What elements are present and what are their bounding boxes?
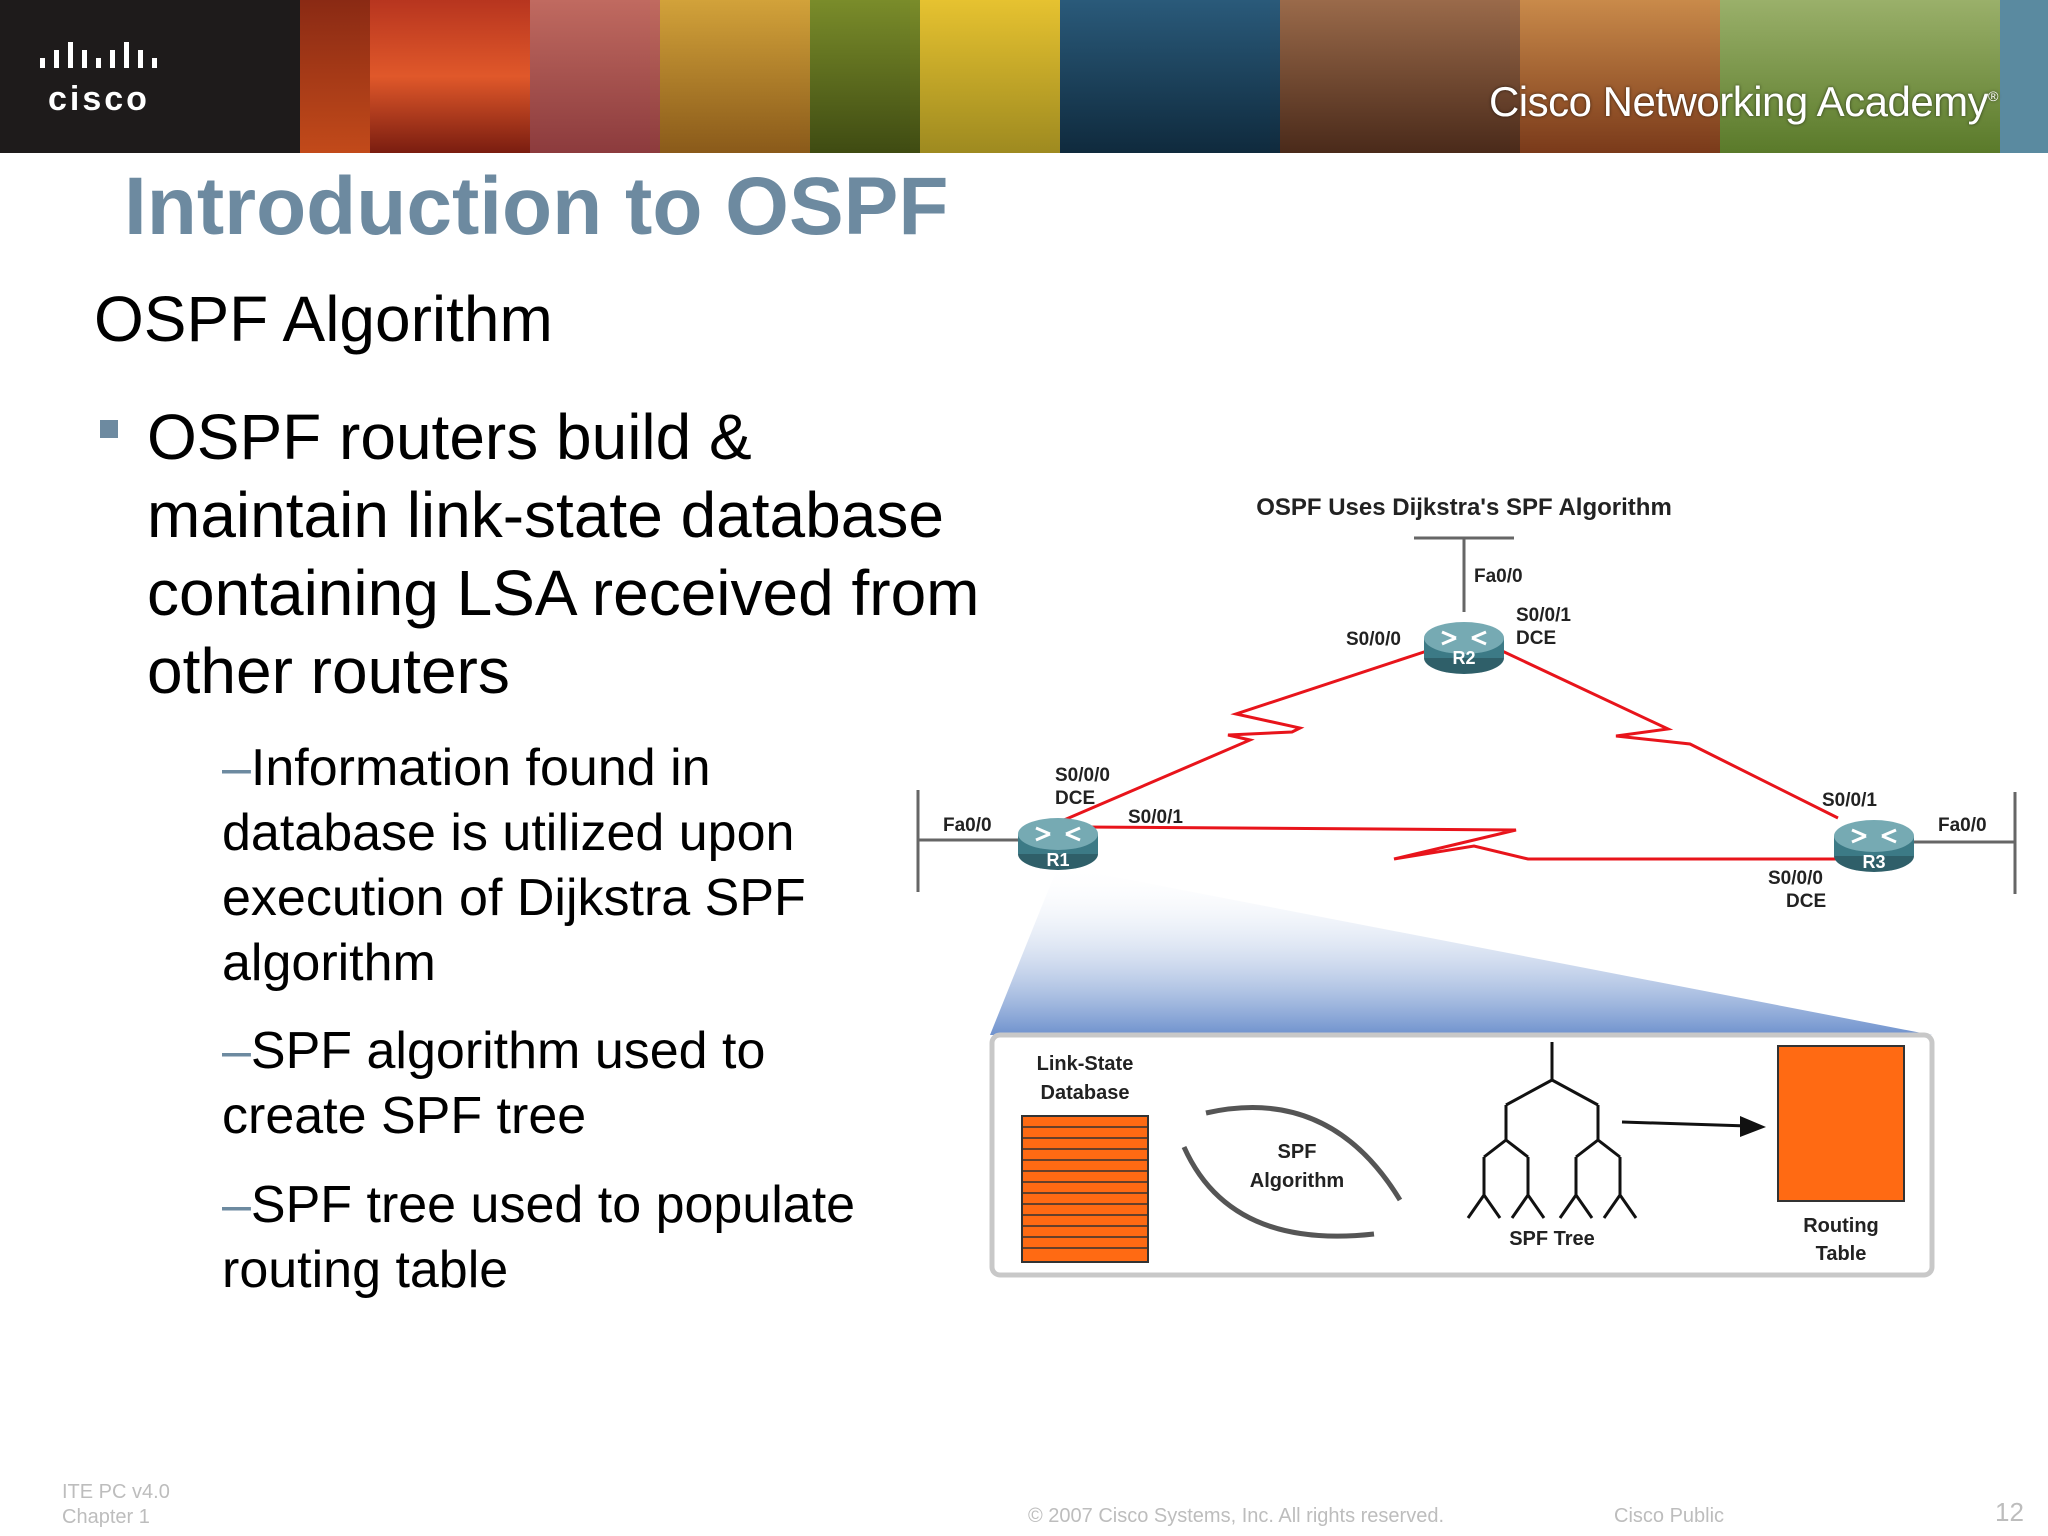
r1-fa00-label: Fa0/0 [943,815,992,836]
spf-arc-bottom [1181,1145,1375,1239]
process-box [989,1032,1935,1278]
r2-dce-label: DCE [1516,628,1556,649]
header-banner: cisco Cisco Networking Academy® [0,0,2048,153]
page-number: 12 [1995,1497,2024,1527]
spf-arc-top [1205,1105,1403,1202]
sub-bullet-2: –SPF algorithm used to create SPF tree [222,1022,766,1145]
academy-title: Cisco Networking Academy® [1488,78,1999,125]
link-r2-r3 [1499,648,1839,820]
router-r3 [1834,820,1914,872]
r2-s001-label: S0/0/1 [1516,605,1571,626]
bullet-marker [100,420,118,438]
link-r1-r2 [1063,648,1431,822]
lsdb-label-line2: Database [1041,1082,1130,1104]
cisco-logo: cisco [36,38,186,118]
footer-copyright: © 2007 Cisco Systems, Inc. All rights re… [1028,1505,1445,1527]
routing-table-label-line1: Routing [1803,1215,1879,1237]
routing-table-label-line2: Table [1816,1243,1867,1265]
spf-label-line2: Algorithm [1250,1170,1344,1192]
router-r1 [1018,818,1098,870]
sub-bullet-1: –Information found in database is utiliz… [222,739,806,992]
footer-course-info: ITE PC v4.0 Chapter 1 [62,1480,170,1530]
cisco-wordmark: cisco [48,80,150,118]
footer-course: ITE PC v4.0 [62,1481,170,1503]
r2-s000-label: S0/0/0 [1346,629,1401,650]
main-bullet: OSPF routers build & maintain link-state… [147,401,980,707]
spf-tree-icon [1466,1042,1638,1219]
arrow-line [1621,1120,1749,1128]
slide-subtitle: OSPF Algorithm [94,283,553,355]
router-r3-label: R3 [1862,852,1885,872]
router-r1-label: R1 [1046,850,1069,870]
router-r2 [1424,622,1504,674]
sub-bullet-3: –SPF tree used to populate routing table [222,1176,856,1299]
r1-s000-label: S0/0/0 [1055,765,1110,786]
r1-expand-fan [990,866,1932,1035]
r2-fa00-label: Fa0/0 [1474,566,1523,587]
spf-tree-label: SPF Tree [1509,1228,1595,1250]
routing-table-icon [1777,1045,1905,1202]
router-r2-label: R2 [1452,648,1475,668]
r3-dce-label: DCE [1786,891,1826,912]
ospf-diagram: OSPF Uses Dijkstra's SPF Algorithm R2 R1… [916,494,2017,1278]
footer-classification: Cisco Public [1614,1505,1725,1527]
r3-fa00-label: Fa0/0 [1938,815,1987,836]
spf-label-line1: SPF [1278,1141,1317,1163]
lsdb-label-line1: Link-State [1037,1053,1134,1075]
r1-dce-label: DCE [1055,788,1095,809]
arrow-head-icon [1740,1116,1766,1137]
diagram-title: OSPF Uses Dijkstra's SPF Algorithm [1256,494,1672,521]
link-r1-r3 [1081,825,1838,861]
r3-s000-label: S0/0/0 [1768,868,1823,889]
r3-s001-label: S0/0/1 [1822,790,1877,811]
lsdb-icon [1021,1115,1149,1263]
footer-chapter: Chapter 1 [62,1506,150,1528]
page-title: Introduction to OSPF [124,161,949,252]
r1-s001-label: S0/0/1 [1128,807,1183,828]
